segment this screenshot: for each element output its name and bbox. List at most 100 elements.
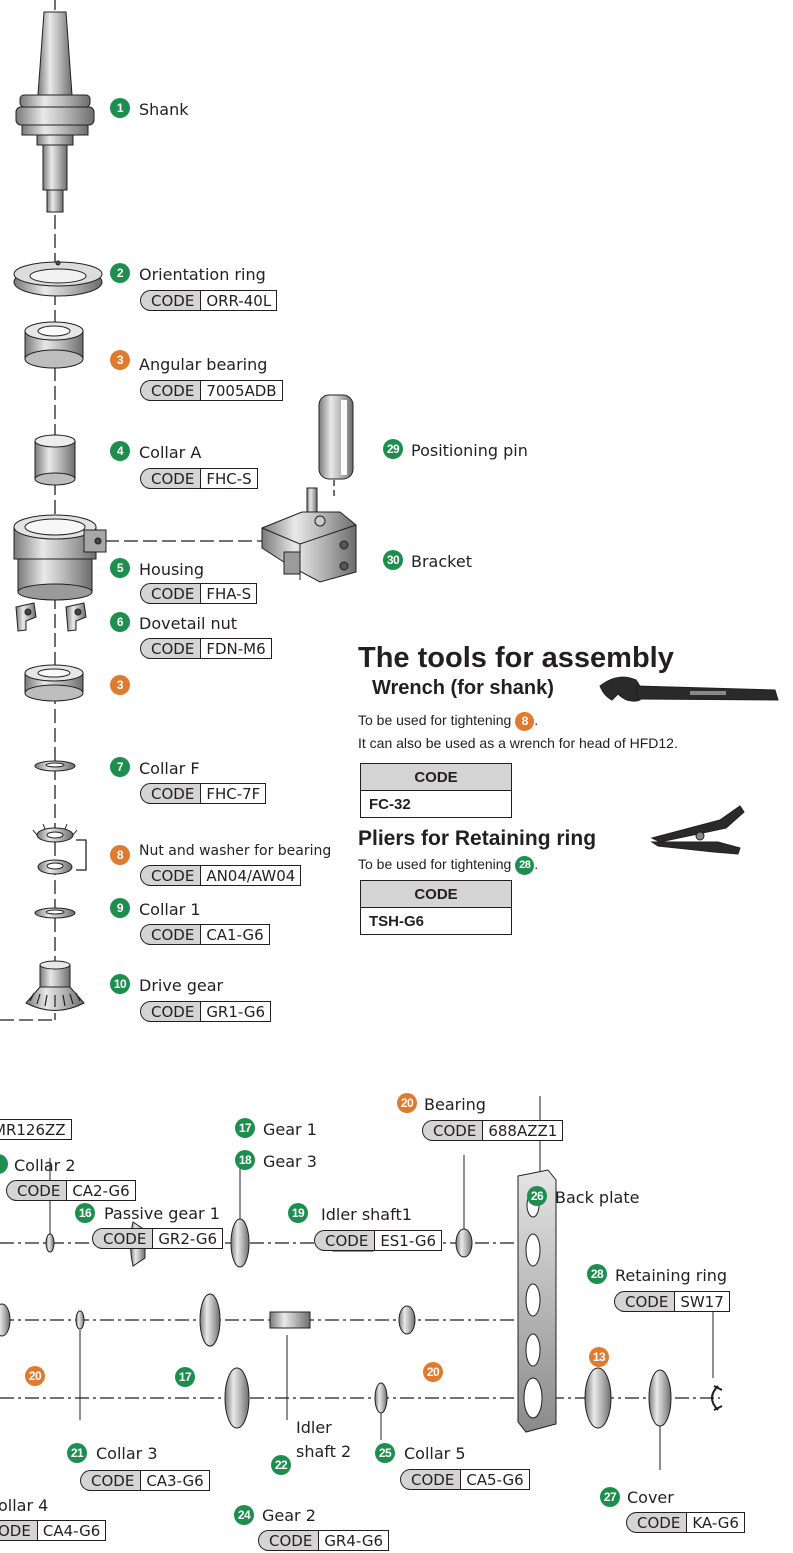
part-badge-27: 27 (600, 1487, 620, 1507)
code-key: ODE (0, 1520, 37, 1541)
part-badge-4: 4 (110, 441, 130, 461)
part-badge-7: 7 (110, 757, 130, 777)
pliers-code-value: TSH-G6 (360, 907, 512, 935)
part-badge-29: 29 (383, 439, 403, 459)
part-badge-20-ref-a: 20 (25, 1366, 45, 1386)
bracket-illustration (261, 487, 357, 583)
angular-bearing-illustration (24, 321, 84, 369)
part-name-back-plate: Back plate (555, 1188, 640, 1207)
part-badge-17: 17 (235, 1118, 255, 1138)
code-key: CODE (140, 638, 201, 659)
part-name-collar-3: Collar 3 (96, 1444, 158, 1463)
part-name-passive-gear-1: Passive gear 1 (104, 1204, 220, 1223)
collar-2-shape (45, 1233, 55, 1253)
pliers-code-table: CODE TSH-G6 (360, 880, 512, 935)
part-badge-8: 8 (110, 845, 130, 865)
code-value: GR2-G6 (152, 1228, 224, 1249)
code-key: CODE (258, 1530, 319, 1551)
code-value: KA-G6 (686, 1512, 745, 1533)
part-badge-10: 10 (110, 974, 130, 994)
pliers-code-header: CODE (360, 880, 512, 908)
code-key: CODE (140, 1001, 201, 1022)
part-badge-17-ref: 17 (175, 1367, 195, 1387)
part-name-collar-f: Collar F (139, 759, 200, 778)
collar-5-shape (374, 1382, 388, 1414)
code-key: CODE (614, 1291, 675, 1312)
part-badge-24: 24 (234, 1505, 254, 1525)
gear-1b-shape (199, 1293, 221, 1347)
code-key: CODE (140, 865, 201, 886)
part-name-gear-3: Gear 3 (263, 1152, 317, 1171)
part-name-dovetail-nut: Dovetail nut (139, 614, 238, 633)
part-badge-3: 3 (110, 350, 130, 370)
part-badge-15-cut (0, 1154, 8, 1174)
code-key: CODE (80, 1470, 141, 1491)
wrench-usage: To be used for tightening 8. (358, 712, 538, 731)
wrench-usage-text: To be used for tightening (358, 712, 512, 729)
code-value: FHC-S (200, 468, 258, 489)
housing-illustration (13, 514, 107, 601)
collar-a-illustration (34, 434, 76, 486)
bearing-13-shape (584, 1367, 612, 1429)
tools-heading: The tools for assembly (358, 642, 674, 674)
code-key: CODE (140, 783, 201, 804)
bearing-mid-shape (398, 1305, 416, 1335)
code-value: ORR-40L (200, 290, 278, 311)
collar-f-illustration (34, 760, 76, 772)
part-name-drive-gear: Drive gear (139, 976, 224, 995)
wrench-code-header: CODE (360, 763, 512, 791)
pliers-illustration (650, 805, 745, 855)
code-value: 7005ADB (200, 380, 283, 401)
code-key: CODE (314, 1230, 375, 1251)
code-key: CODE (140, 468, 201, 489)
code-value: CA5-G6 (460, 1469, 530, 1490)
code-value: SW17 (674, 1291, 730, 1312)
code-value: 688AZZ1 (482, 1120, 564, 1141)
part-badge-21: 21 (67, 1443, 87, 1463)
wrench-usage-ref: 8 (515, 712, 535, 731)
code-key: CODE (626, 1512, 687, 1533)
retaining-ring-shape (711, 1385, 723, 1411)
part-badge-3-ref: 3 (110, 675, 130, 695)
code-value: GR1-G6 (200, 1001, 272, 1022)
code-value: AN04/AW04 (200, 865, 302, 886)
cover-shape (648, 1369, 672, 1427)
code-key: CODE (422, 1120, 483, 1141)
shank-illustration (15, 11, 95, 213)
code-key: CODE (92, 1228, 153, 1249)
part-name-idler-shaft-2-l2: shaft 2 (296, 1442, 352, 1461)
part-name-collar-5: Collar 5 (404, 1444, 466, 1463)
code-value: FHC-7F (200, 783, 267, 804)
part-name-bracket: Bracket (411, 552, 472, 571)
part-name-collar-2: Collar 2 (14, 1156, 76, 1175)
collar-3-shape (75, 1310, 85, 1330)
wrench-usage-end: . (534, 712, 539, 729)
part-name-gear-1: Gear 1 (263, 1120, 317, 1139)
part-badge-20: 20 (397, 1093, 417, 1113)
part-name-orientation-ring: Orientation ring (139, 265, 266, 284)
collar-1-illustration (34, 907, 76, 919)
part-name-collar-a: Collar A (139, 443, 202, 462)
part-name-idler-shaft-1: Idler shaft1 (321, 1205, 412, 1224)
code-value: MR126ZZ (0, 1119, 72, 1140)
part-badge-1: 1 (110, 98, 130, 118)
wrench-code-value: FC-32 (360, 790, 512, 818)
orientation-ring-illustration (13, 260, 103, 297)
part-badge-13: 13 (589, 1347, 609, 1367)
gear-1-shape (230, 1218, 250, 1268)
part-badge-19: 19 (288, 1203, 308, 1223)
positioning-pin-illustration (318, 394, 354, 480)
code-key: CODE (140, 583, 201, 604)
code-value: FHA-S (200, 583, 258, 604)
